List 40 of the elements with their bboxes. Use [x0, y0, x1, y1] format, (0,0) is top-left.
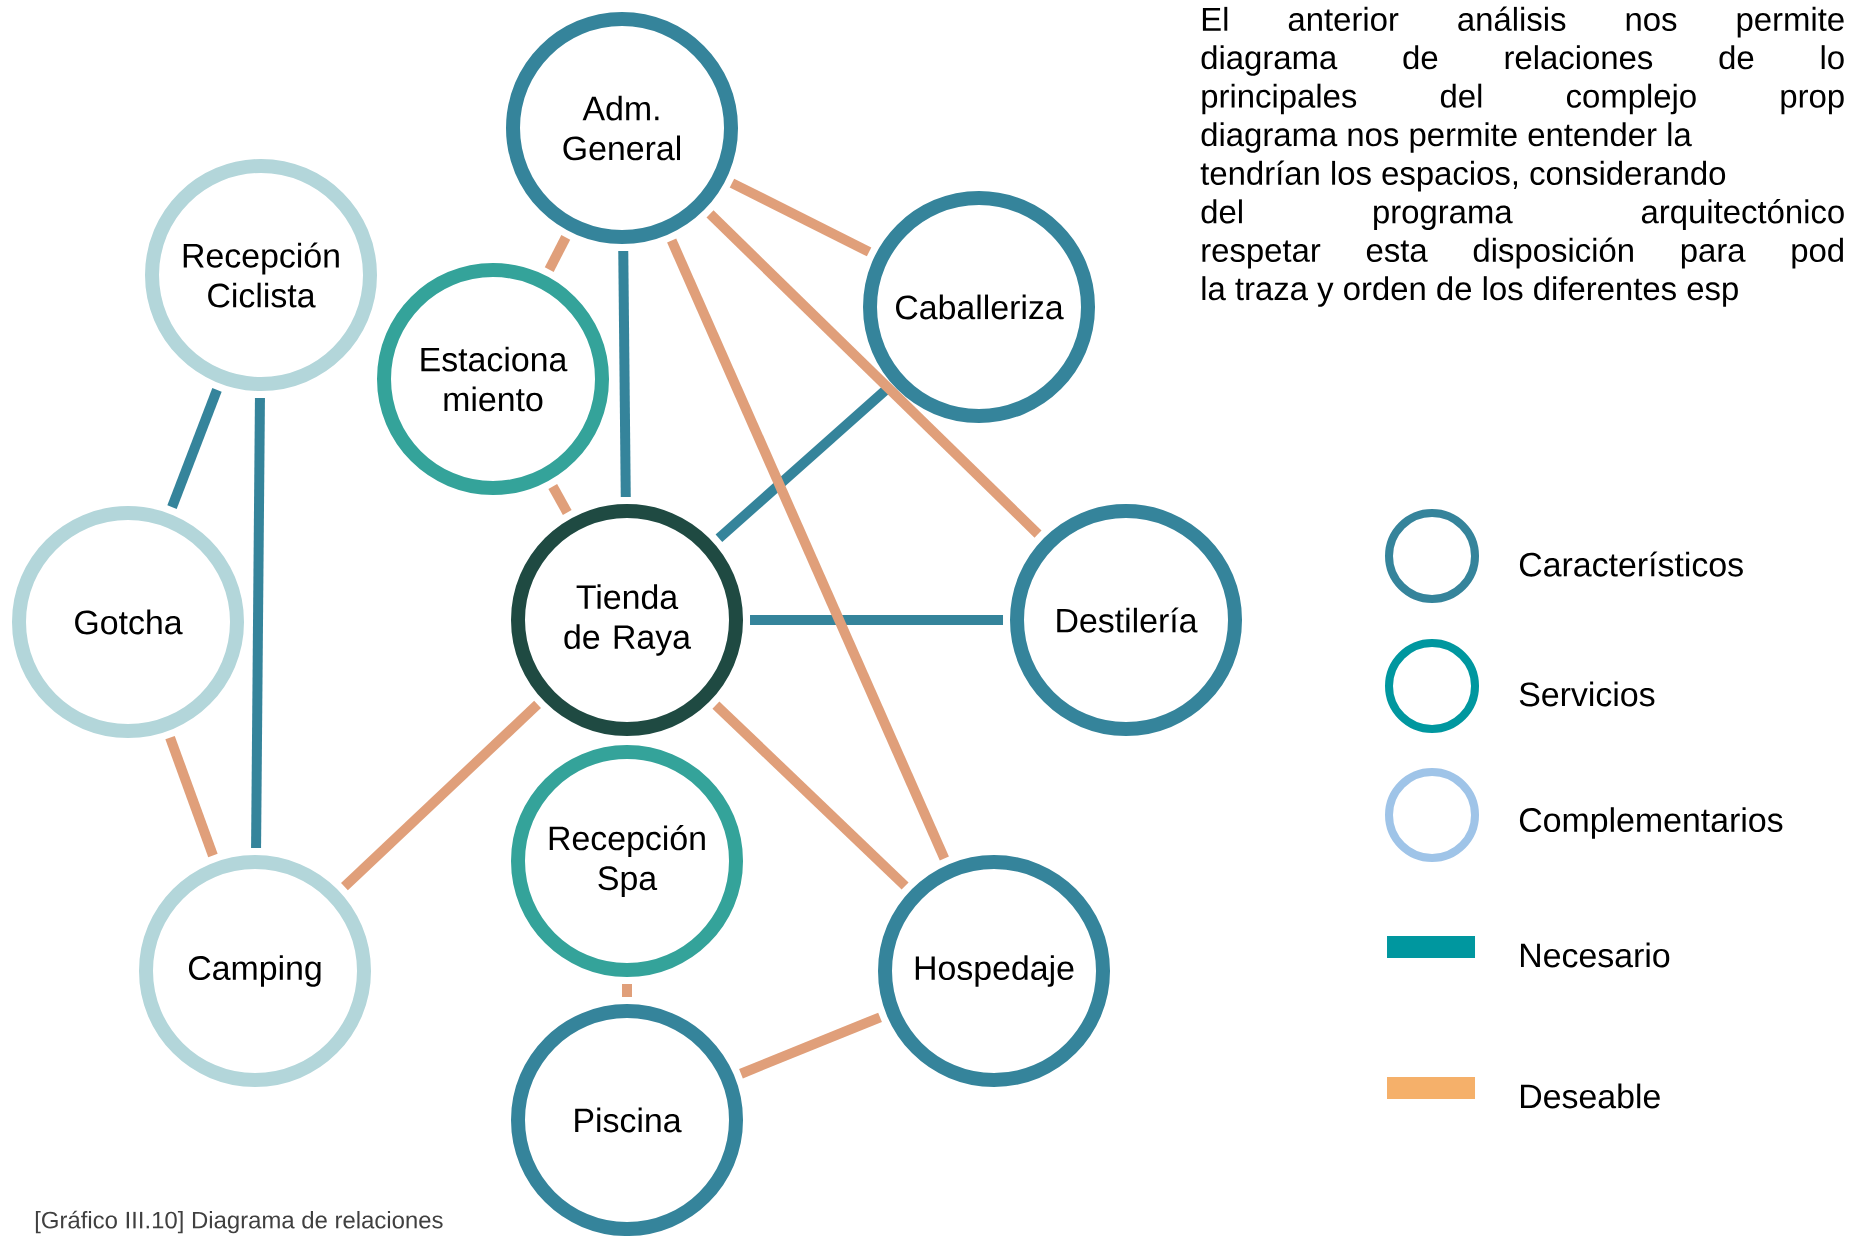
legend-label: Característicos	[1519, 551, 1743, 577]
circle-node: Destilería	[1010, 504, 1242, 736]
circle-node: Caballeriza	[863, 191, 1095, 423]
paragraph-line: diagrama de relaciones de lo	[1201, 45, 1844, 76]
paragraph-line: principales del complejo prop	[1202, 83, 1844, 115]
connector-line	[750, 615, 1003, 625]
circle-node: Recepción Spa	[511, 745, 743, 977]
connector-line	[167, 388, 222, 509]
connector-line	[548, 484, 572, 515]
circle-node: Hospedaje	[878, 855, 1110, 1087]
circle-node: Piscina	[511, 1004, 743, 1236]
connector-line	[251, 397, 265, 849]
circle-node: Adm. General	[506, 12, 738, 244]
paragraph-line: diagrama nos permite entender la	[1201, 122, 1692, 153]
connector-line	[667, 238, 949, 861]
circle-node: Tienda de Raya	[511, 504, 743, 736]
circle-node: Estaciona miento	[377, 263, 609, 495]
paragraph-line: del programa arquitectónico	[1201, 199, 1844, 231]
circle-node: Gotcha	[12, 506, 244, 738]
legend-label: Deseable	[1521, 1083, 1660, 1109]
connector-line	[706, 210, 1042, 538]
paragraph-line: respetar esta disposición para pod	[1202, 237, 1843, 269]
legend-label: Servicios	[1519, 681, 1655, 707]
legend-label: Complementarios	[1519, 807, 1783, 839]
caption: [Gráfico III.10] Diagrama de relaciones	[35, 1210, 443, 1234]
paragraph-line: la traza y orden de los diferentes esp	[1202, 276, 1738, 307]
connector-line	[622, 984, 632, 997]
connector-line	[165, 735, 218, 858]
connector-line	[715, 385, 891, 542]
connector-line	[544, 235, 571, 272]
connector-line	[712, 701, 909, 890]
connector-line	[739, 1012, 882, 1079]
connector-line	[618, 250, 631, 498]
circle-node: Camping	[139, 855, 371, 1087]
circle-node: Recepción Ciclista	[145, 159, 377, 391]
connector-line	[729, 178, 872, 257]
connector-line	[341, 700, 541, 891]
paragraph-line: tendrían los espacios, considerando	[1200, 160, 1726, 192]
legend-label: Necesario	[1521, 942, 1670, 968]
paragraph-line: El anterior análisis nos permite	[1202, 6, 1844, 38]
